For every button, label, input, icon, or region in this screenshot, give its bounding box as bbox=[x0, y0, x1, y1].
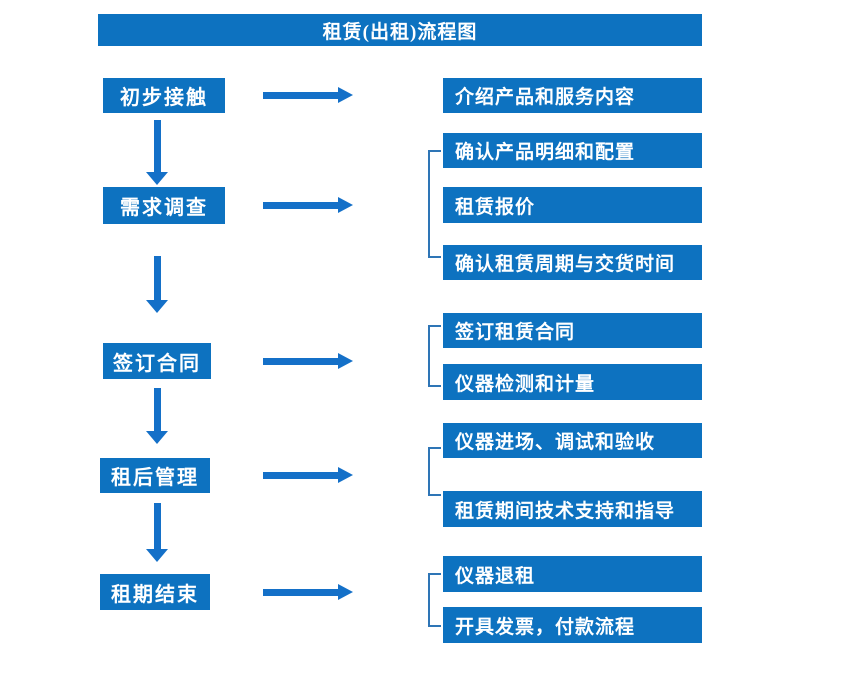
detail-box-technical-support: 租赁期间技术支持和指导 bbox=[443, 491, 702, 527]
arrow-right-icon bbox=[263, 467, 353, 483]
detail-box-sign-rental-contract: 签订租赁合同 bbox=[443, 313, 702, 348]
detail-box-instrument-return: 仪器退租 bbox=[443, 556, 702, 592]
step-box-initial-contact: 初步接触 bbox=[103, 78, 225, 113]
arrow-right-icon bbox=[263, 584, 353, 600]
step-box-post-rental-management: 租后管理 bbox=[100, 458, 210, 493]
detail-box-instrument-inspection: 仪器检测和计量 bbox=[443, 364, 702, 400]
arrow-down-icon bbox=[146, 120, 168, 185]
step-box-rental-period-end: 租期结束 bbox=[100, 574, 210, 610]
group-bracket bbox=[428, 447, 441, 496]
detail-box-confirm-product-details: 确认产品明细和配置 bbox=[443, 133, 702, 168]
detail-box-instrument-arrival: 仪器进场、调试和验收 bbox=[443, 423, 702, 458]
detail-box-rental-quote: 租赁报价 bbox=[443, 187, 702, 223]
step-box-sign-contract: 签订合同 bbox=[103, 343, 211, 379]
arrow-right-icon bbox=[263, 197, 353, 213]
arrow-right-icon bbox=[263, 87, 353, 103]
arrow-right-icon bbox=[263, 353, 353, 369]
step-box-demand-survey: 需求调查 bbox=[103, 187, 225, 224]
arrow-down-icon bbox=[146, 388, 168, 444]
diagram-title-bar: 租赁(出租)流程图 bbox=[98, 14, 702, 46]
group-bracket bbox=[428, 573, 441, 627]
group-bracket bbox=[428, 150, 441, 258]
arrow-down-icon bbox=[146, 503, 168, 562]
detail-box-confirm-rental-period: 确认租赁周期与交货时间 bbox=[443, 245, 702, 280]
arrow-down-icon bbox=[146, 256, 168, 313]
group-bracket bbox=[428, 325, 441, 387]
diagram-title: 租赁(出租)流程图 bbox=[322, 21, 478, 43]
detail-box-invoice-payment: 开具发票，付款流程 bbox=[443, 607, 702, 643]
detail-box-introduce-products: 介绍产品和服务内容 bbox=[443, 78, 702, 113]
